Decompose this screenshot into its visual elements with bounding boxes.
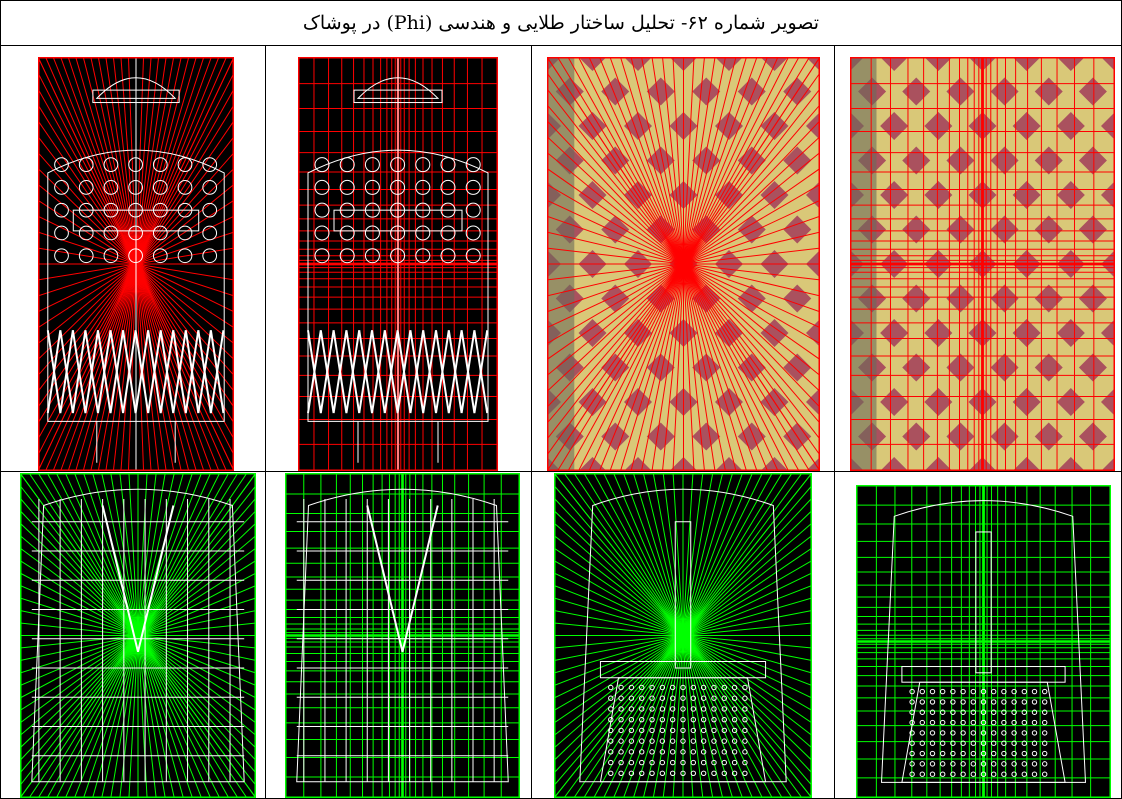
dress-orthogonal-analysis xyxy=(298,57,498,471)
dress-diagonal-analysis xyxy=(38,57,234,471)
row-divider xyxy=(1,471,1121,472)
fabric-diagonal-analysis xyxy=(547,57,820,471)
skirt-dress-diagonal-analysis xyxy=(554,473,812,798)
column-divider xyxy=(531,46,532,798)
jacket-diagonal-analysis xyxy=(20,473,256,798)
column-divider xyxy=(265,46,266,798)
figure-caption: تصویر شماره ۶۲- تحلیل ساختار طلایی و هند… xyxy=(1,1,1121,46)
skirt-dress-orthogonal-analysis xyxy=(856,485,1111,798)
jacket-orthogonal-analysis xyxy=(285,473,520,798)
column-divider xyxy=(834,46,835,798)
fabric-orthogonal-analysis xyxy=(850,57,1115,471)
